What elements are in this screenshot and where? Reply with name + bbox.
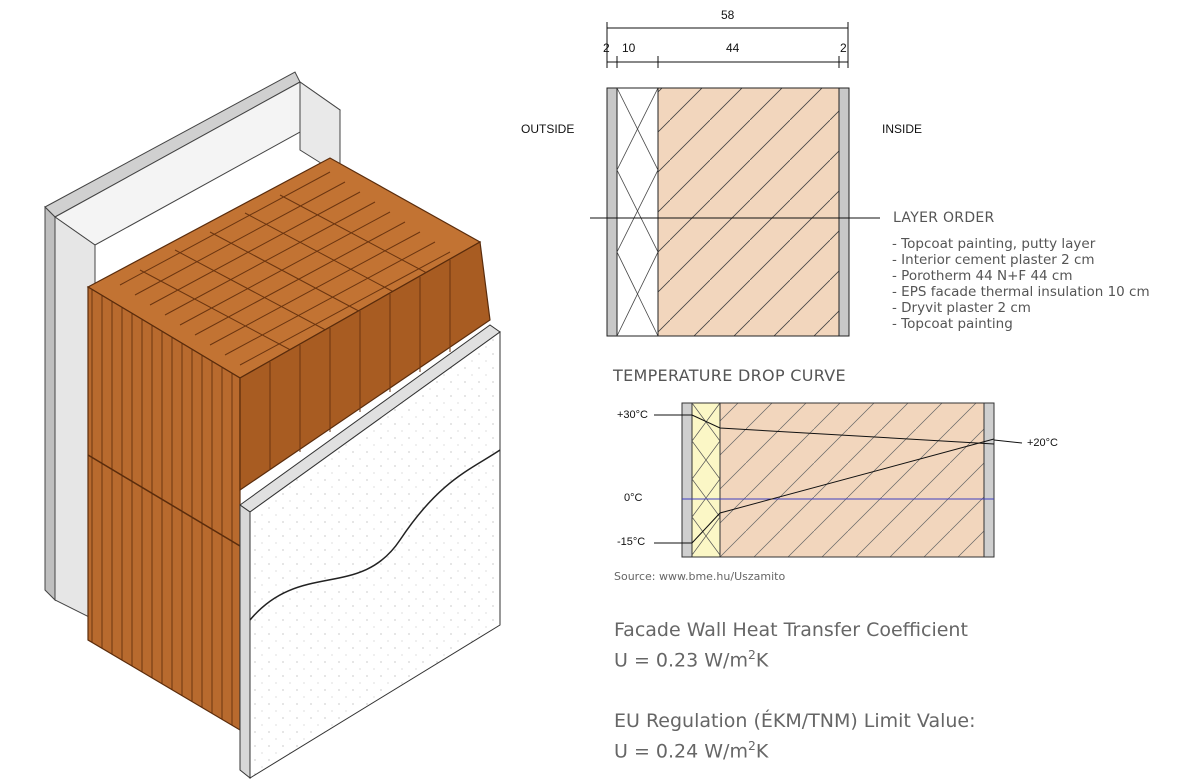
brick-layer [657, 87, 840, 337]
wall-3d-illustration [44, 71, 501, 780]
coefficient-heading: Facade Wall Heat Transfer Coefficient [614, 619, 968, 641]
cross-section-diagram [590, 22, 880, 337]
layer-item: - Topcoat painting, putty layer [892, 236, 1096, 252]
temp-brick [719, 402, 985, 558]
outside-label: OUTSIDE [521, 122, 575, 136]
layer-order-title: LAYER ORDER [893, 210, 995, 226]
plaster-cutout-curve [249, 449, 501, 621]
outer-plaster-layer [606, 87, 618, 337]
brick-side [239, 241, 491, 492]
coping-side [44, 205, 56, 602]
regulation-heading: EU Regulation (ÉKM/TNM) Limit Value: [614, 710, 976, 732]
dim-seg-4: 2 [840, 41, 847, 55]
layer-order-block: LAYER ORDER - Topcoat painting, putty la… [892, 210, 1150, 332]
coefficient-value: U = 0.23 W/m2K [614, 648, 769, 672]
layer-item: - Dryvit plaster 2 cm [892, 300, 1031, 316]
plaster-edge [239, 504, 251, 780]
coefficient-block: Facade Wall Heat Transfer Coefficient U … [614, 618, 968, 673]
temp-outer-plaster [681, 402, 693, 558]
dim-total: 58 [721, 8, 735, 22]
temperature-curve-diagram [654, 402, 1023, 558]
temp-inner-plaster [983, 402, 995, 558]
eps-layer [616, 87, 659, 337]
regulation-value: U = 0.24 W/m2K [614, 739, 769, 763]
source-note: Source: www.bme.hu/Uszamito [614, 570, 786, 583]
layer-item: - EPS facade thermal insulation 10 cm [892, 284, 1150, 300]
temp-label-plus30: +30°C [617, 409, 649, 421]
inner-plaster-layer [838, 87, 850, 337]
layer-item: - Interior cement plaster 2 cm [892, 252, 1095, 268]
brick-top-pattern [119, 171, 451, 366]
temp-label-zero: 0°C [624, 492, 643, 504]
temp-insulation [691, 402, 721, 558]
temp-label-minus15: -15°C [617, 536, 646, 548]
layer-item: - Topcoat painting [892, 316, 1013, 332]
inside-label: INSIDE [882, 122, 923, 136]
temp-label-plus20: +20°C [1027, 437, 1059, 449]
dim-seg-3: 44 [726, 41, 740, 55]
temperature-curve-winter [691, 438, 995, 544]
layer-item: - Porotherm 44 N+F 44 cm [892, 268, 1073, 284]
dim-seg-1: 2 [603, 41, 610, 55]
temperature-curve-title: TEMPERATURE DROP CURVE [613, 366, 846, 385]
regulation-block: EU Regulation (ÉKM/TNM) Limit Value: U =… [614, 709, 976, 764]
dim-seg-2: 10 [622, 41, 636, 55]
temperature-curve-summer [691, 414, 995, 445]
